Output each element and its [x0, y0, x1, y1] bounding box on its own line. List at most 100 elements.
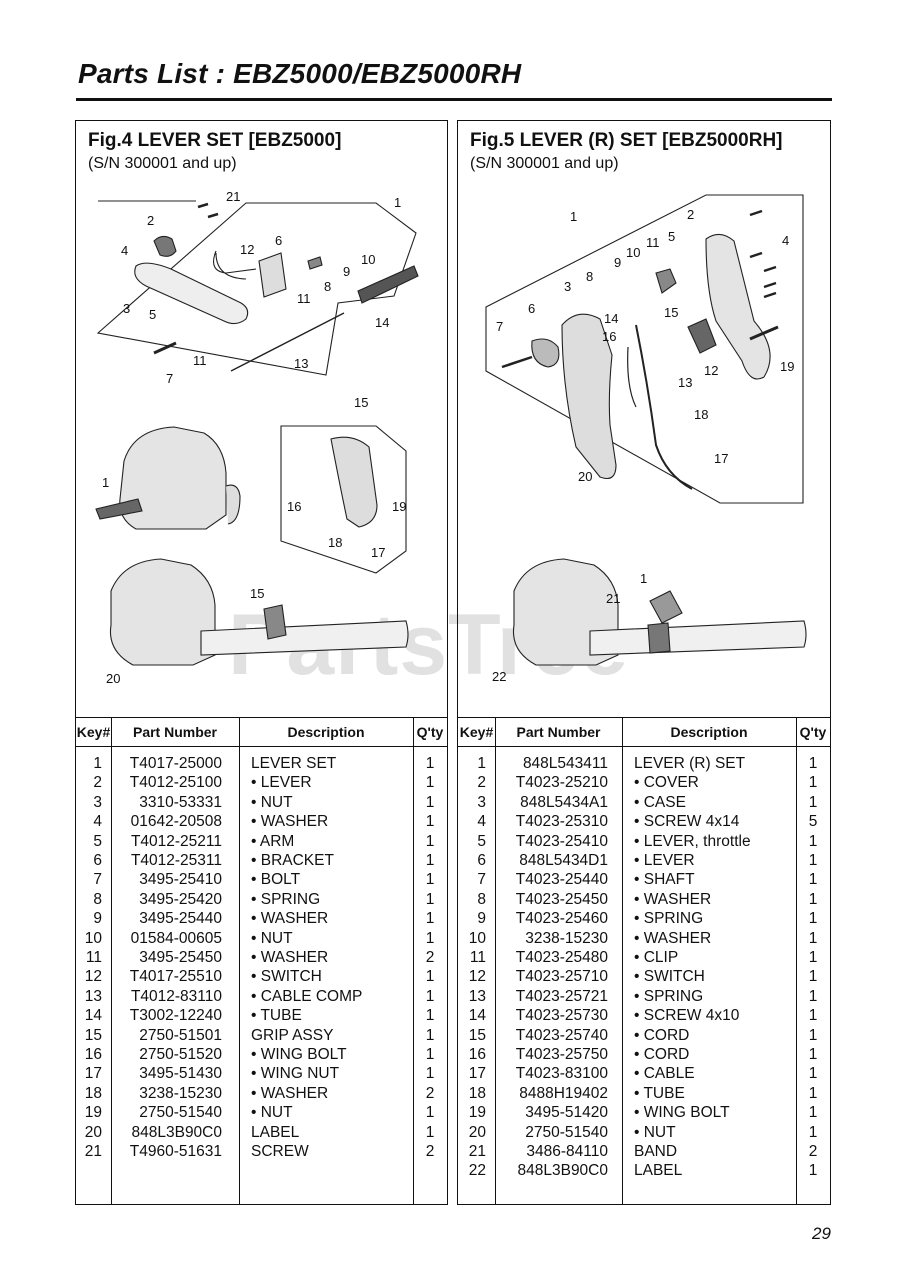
fig4-callout: 12: [240, 242, 254, 257]
cell-part: 3238-15230: [525, 929, 608, 947]
cell-part: T4012-83110: [130, 987, 222, 1005]
cell-key: 7: [93, 871, 102, 889]
cell-desc: • WING NUT: [251, 1065, 340, 1083]
fig5-blower-pipe: [589, 620, 807, 656]
cell-qty: 1: [425, 890, 435, 908]
cell-desc: • CASE: [634, 793, 686, 811]
cell-part: T4012-25211: [130, 832, 222, 850]
cell-desc: • WASHER: [634, 890, 712, 908]
cell-part: 848L3B90C0: [131, 1123, 223, 1141]
cell-part: T4023-25210: [515, 774, 608, 792]
fig4-table-header: Key# Part Number Description Q'ty: [76, 717, 447, 747]
fig4-screw-part: [197, 202, 219, 219]
fig4-callout: 2: [147, 213, 154, 228]
fig4-callout: 20: [106, 671, 120, 686]
fig4-callout: 4: [121, 243, 128, 258]
fig4-panel: Fig.4 LEVER SET [EBZ5000] (S/N 300001 an…: [75, 120, 448, 1205]
cell-part: T4023-25440: [515, 871, 608, 889]
title-rule: [76, 98, 832, 101]
cell-qty: 1: [808, 832, 818, 850]
cell-qty: 2: [808, 1143, 818, 1160]
fig4-blower-bottom: [109, 558, 216, 666]
cell-part: 2750-51540: [139, 1104, 222, 1122]
fig5-callout: 12: [704, 363, 718, 378]
cell-qty: 1: [808, 852, 818, 869]
cell-key: 18: [468, 1084, 486, 1102]
cell-part: 3495-25440: [139, 910, 222, 928]
cell-key: 4: [477, 813, 486, 831]
cell-qty: 1: [808, 871, 818, 889]
cell-qty: 1: [808, 755, 818, 772]
cell-qty: 2: [425, 949, 435, 966]
cell-part: T4023-25730: [515, 1007, 608, 1025]
cell-desc: • NUT: [634, 1123, 676, 1141]
cell-key: 1: [477, 755, 486, 772]
fig5-callout: 1: [640, 571, 647, 586]
fig5-title: Fig.5 LEVER (R) SET [EBZ5000RH]: [470, 130, 783, 151]
fig5-callout: 21: [606, 591, 620, 606]
cell-desc: • WASHER: [251, 1084, 329, 1102]
cell-qty: 1: [808, 890, 818, 908]
cell-desc: • CORD: [634, 1026, 690, 1044]
cell-qty: 1: [425, 793, 435, 811]
cell-key: 15: [468, 1026, 486, 1044]
fig4-blower-top: [119, 426, 227, 530]
cell-desc: • BRACKET: [251, 852, 334, 869]
cell-part: 848L3B90C0: [517, 1162, 609, 1180]
cell-qty: 1: [808, 1007, 818, 1025]
fig5-callout: 19: [780, 359, 794, 374]
fig5-table-header: Key# Part Number Description Q'ty: [458, 717, 830, 747]
cell-desc: • WASHER: [634, 929, 712, 947]
cell-key: 21: [468, 1143, 486, 1160]
cell-key: 8: [93, 890, 102, 908]
cell-part: T4023-25410: [515, 832, 608, 850]
cell-part: 2750-51501: [139, 1026, 222, 1044]
fig4-bolt-part: [153, 341, 177, 355]
col-qty-header: Q'ty: [416, 724, 444, 740]
cell-key: 6: [477, 852, 486, 869]
cell-desc: • WING BOLT: [634, 1104, 730, 1122]
cell-key: 9: [93, 910, 102, 928]
cell-part: T4023-25310: [515, 813, 608, 831]
fig5-callout: 18: [694, 407, 708, 422]
cell-part: T4012-25100: [129, 774, 222, 792]
cell-desc: • SCREW 4x10: [634, 1007, 740, 1025]
cell-desc: • TUBE: [251, 1007, 302, 1025]
cell-qty: 1: [808, 793, 818, 811]
cell-key: 9: [477, 910, 486, 928]
fig4-callout: 1: [394, 195, 401, 210]
cell-qty: 1: [425, 852, 435, 869]
fig4-callout: 21: [226, 189, 240, 204]
cell-desc: • SWITCH: [251, 968, 322, 986]
fig5-callout: 17: [714, 451, 728, 466]
cell-part: 3495-25420: [139, 890, 222, 908]
fig5-wing-bolt-part: [749, 325, 779, 341]
fig4-bracket-part: [258, 252, 287, 298]
cell-desc: BAND: [634, 1143, 678, 1160]
cell-key: 8: [477, 890, 486, 908]
cell-desc: GRIP ASSY: [251, 1026, 334, 1044]
cell-qty: 1: [808, 1162, 818, 1180]
fig4-callout: 11: [193, 353, 207, 368]
cell-key: 5: [93, 832, 102, 850]
cell-qty: 1: [425, 1065, 435, 1083]
fig4-spring-part: [307, 256, 323, 270]
